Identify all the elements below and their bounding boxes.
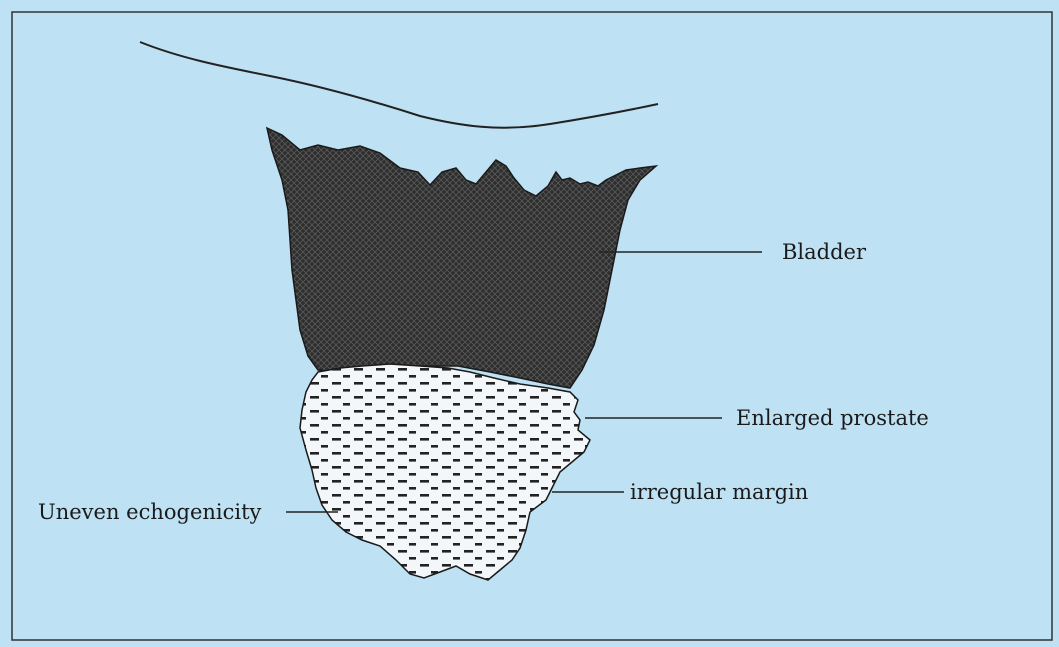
enlarged-prostate-label: Enlarged prostate	[736, 406, 929, 430]
bladder-shape	[267, 128, 656, 388]
bladder-label: Bladder	[782, 240, 867, 264]
irregular-margin-label: irregular margin	[630, 480, 808, 504]
skin-surface-line	[140, 42, 658, 128]
prostate-shape	[300, 364, 590, 580]
uneven-echogenicity-label: Uneven echogenicity	[38, 500, 262, 524]
